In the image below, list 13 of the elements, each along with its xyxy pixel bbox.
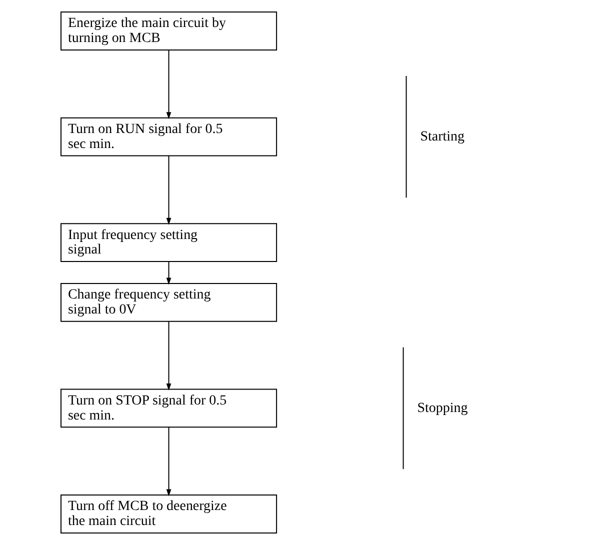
arrow xyxy=(166,50,172,120)
node-box: Turn off MCB to deenergize the main circuit xyxy=(60,494,278,534)
node-box: Change frequency setting signal to 0V xyxy=(60,282,278,322)
node-box: Energize the main circuit by turning on MCB xyxy=(60,12,278,50)
node-box: Turn on STOP signal for 0.5 sec min. xyxy=(60,388,278,428)
node-box: Turn on RUN signal for 0.5 sec min. xyxy=(60,117,278,156)
arrow xyxy=(166,261,172,285)
arrow xyxy=(166,155,172,225)
label: Starting xyxy=(420,129,464,144)
arrow xyxy=(166,426,172,496)
label: Stopping xyxy=(417,400,468,416)
node-box: Input frequency setting signal xyxy=(60,223,278,262)
arrow xyxy=(166,321,172,391)
